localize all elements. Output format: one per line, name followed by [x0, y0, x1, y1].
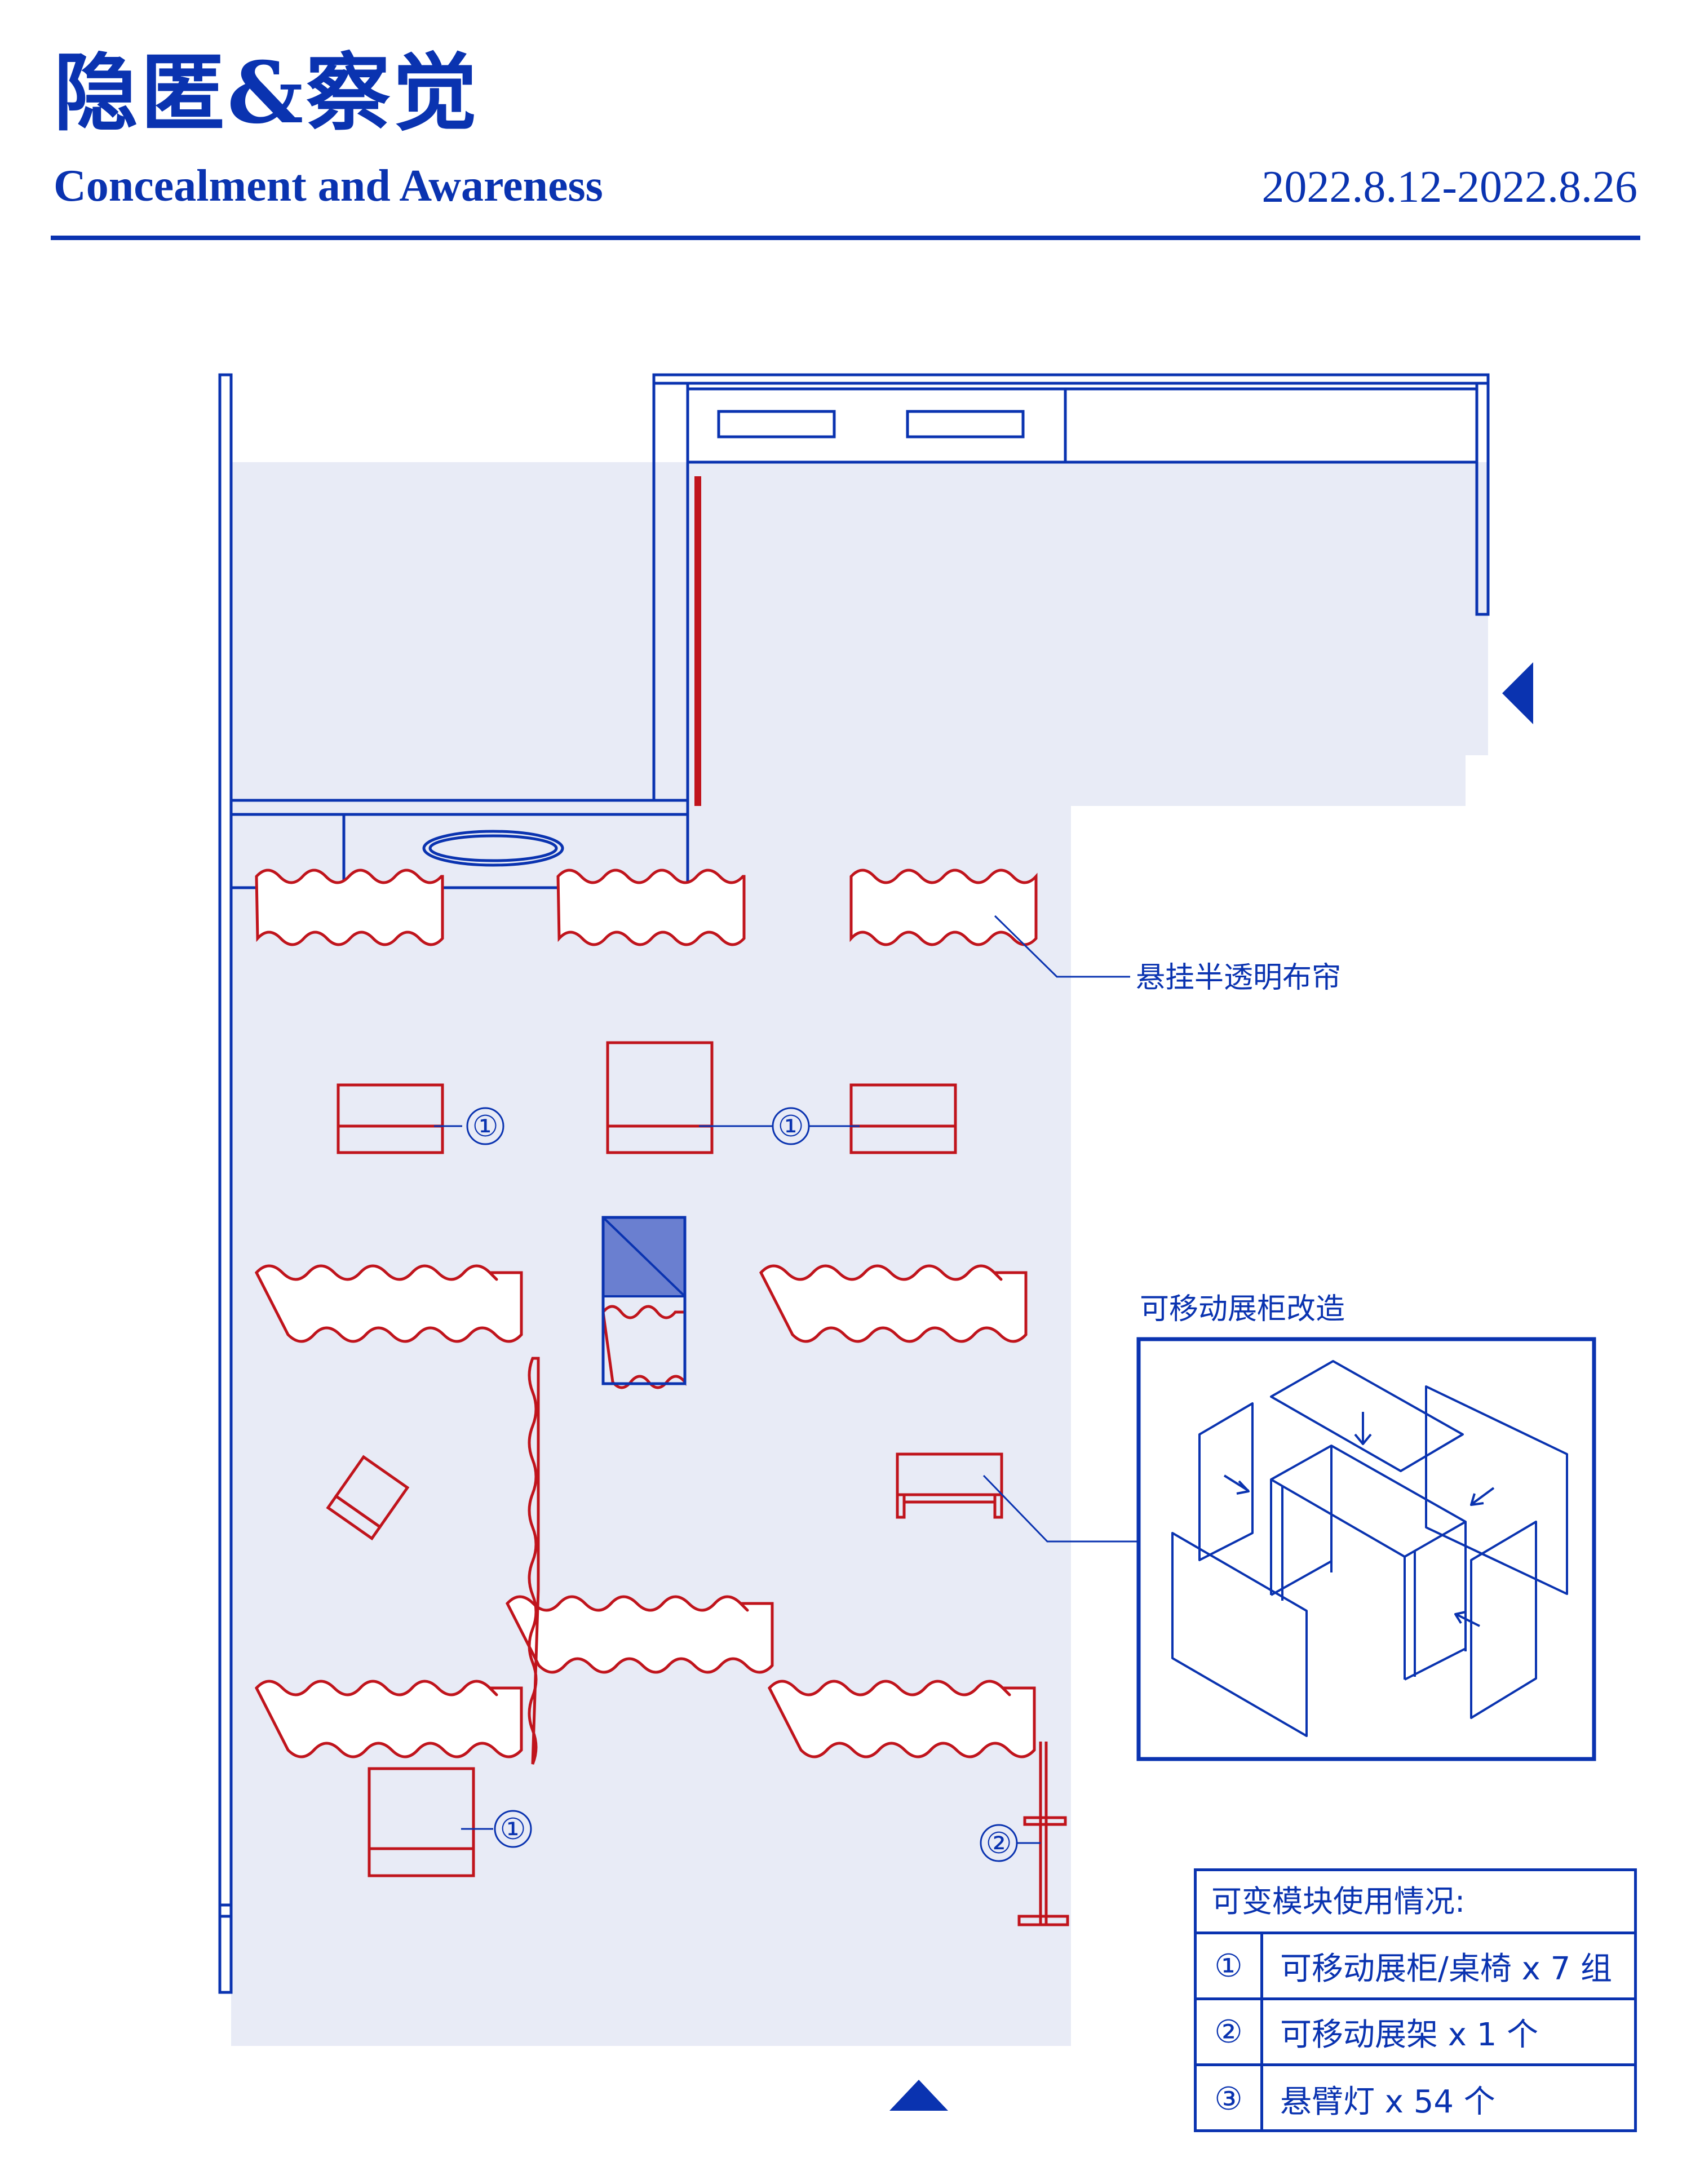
- legend-table: 可变模块使用情况: ① 可移动展柜/桌椅 x 7 组 ② 可移动展架 x 1 个…: [1194, 1868, 1637, 2132]
- curtains: [254, 869, 1038, 1765]
- marker-1a: ①: [472, 1110, 499, 1144]
- legend-text: 可移动展柜/桌椅 x 7 组: [1280, 1950, 1613, 1987]
- marker-1b: ①: [778, 1110, 804, 1144]
- legend-text: 可移动展架 x 1 个: [1280, 2016, 1539, 2053]
- floor-area: [231, 462, 1488, 2046]
- legend-title: 可变模块使用情况:: [1197, 1871, 1634, 1934]
- legend-row: ① 可移动展柜/桌椅 x 7 组: [1197, 1934, 1634, 2000]
- cabinet-transform-label: 可移动展柜改造: [1140, 1292, 1345, 1326]
- legend-number: ②: [1197, 2000, 1263, 2063]
- header-rule: [51, 236, 1640, 240]
- legend-number: ③: [1197, 2066, 1263, 2132]
- legend-row: ② 可移动展架 x 1 个: [1197, 2000, 1634, 2066]
- curtain-label: 悬挂半透明布帘: [1136, 961, 1341, 995]
- chair: [326, 1455, 410, 1541]
- curtain-leader: [994, 915, 1130, 978]
- center-display-block: [601, 1216, 687, 1385]
- curtain-2: [556, 869, 746, 946]
- legend-number: ①: [1197, 1934, 1263, 1997]
- red-partition: [694, 476, 701, 806]
- curtain-1: [255, 869, 444, 946]
- cabinet-exploded-drawing: [1171, 1360, 1568, 1737]
- marker-circle-1: [466, 1107, 504, 1145]
- curtain-7: [254, 1680, 523, 1758]
- curtain-vertical: [528, 1357, 540, 1765]
- legend-text: 悬臂灯 x 54 个: [1280, 2084, 1495, 2120]
- curtain-8: [767, 1680, 1036, 1758]
- marker-circle-3: [494, 1810, 532, 1848]
- title-english: Concealment and Awareness: [54, 161, 603, 211]
- cabinet-2: [606, 1041, 714, 1154]
- curtain-3: [849, 869, 1038, 946]
- walls: [218, 373, 1490, 1994]
- marker-1c: ①: [500, 1813, 526, 1846]
- curtain-5: [759, 1264, 1028, 1343]
- marker-2: ②: [986, 1827, 1012, 1860]
- curtain-6: [505, 1595, 774, 1674]
- legend-row: ③ 悬臂灯 x 54 个: [1197, 2066, 1634, 2132]
- leader-lines: [434, 915, 1140, 1862]
- marker-circle-2: [772, 1107, 810, 1145]
- movable-shelf: [1017, 1742, 1069, 1926]
- cabinet-4: [368, 1767, 475, 1877]
- cabinet-leader: [982, 1474, 1140, 1543]
- entrance-arrow-right: [1502, 662, 1533, 724]
- title-chinese: 隐匿&察觉: [54, 43, 480, 143]
- curtain-4: [254, 1264, 523, 1343]
- entrance-arrow-bottom: [889, 2080, 948, 2111]
- table: [896, 1452, 1003, 1496]
- exhibition-dates: 2022.8.12-2022.8.26: [1261, 162, 1637, 212]
- movable-cabinets: [326, 1041, 1069, 1926]
- cabinet-1: [337, 1083, 444, 1154]
- cabinet-drawing-frame: [1136, 1337, 1596, 1761]
- cabinet-3: [849, 1083, 957, 1154]
